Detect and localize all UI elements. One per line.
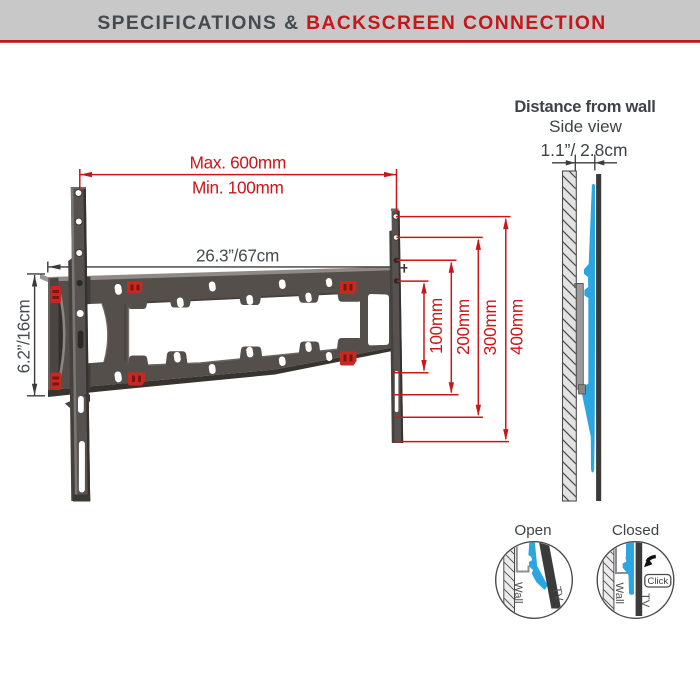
svg-text:200mm: 200mm	[453, 299, 473, 355]
svg-text:100mm: 100mm	[426, 298, 446, 354]
svg-text:Click: Click	[648, 576, 669, 587]
svg-text:Wall: Wall	[613, 583, 625, 605]
svg-text:1.1”/ 2.8cm: 1.1”/ 2.8cm	[541, 140, 628, 160]
svg-text:6.2”/16cm: 6.2”/16cm	[14, 300, 34, 374]
svg-text:Closed: Closed	[612, 522, 659, 539]
svg-text:400mm: 400mm	[507, 299, 527, 355]
svg-text:SPECIFICATIONS & BACKSCREEN CO: SPECIFICATIONS & BACKSCREEN CONNECTION	[97, 13, 606, 34]
svg-text:Max. 600mm: Max. 600mm	[190, 153, 286, 173]
svg-text:TV: TV	[550, 586, 564, 603]
svg-text:TV: TV	[639, 593, 651, 608]
svg-text:300mm: 300mm	[480, 300, 500, 356]
svg-text:Wall: Wall	[512, 582, 524, 604]
svg-text:Distance from wall: Distance from wall	[514, 98, 655, 116]
svg-text:Min. 100mm: Min. 100mm	[192, 178, 284, 198]
svg-text:Side view: Side view	[549, 117, 622, 136]
svg-text:Open: Open	[514, 522, 551, 539]
svg-text:26.3”/67cm: 26.3”/67cm	[196, 246, 279, 266]
